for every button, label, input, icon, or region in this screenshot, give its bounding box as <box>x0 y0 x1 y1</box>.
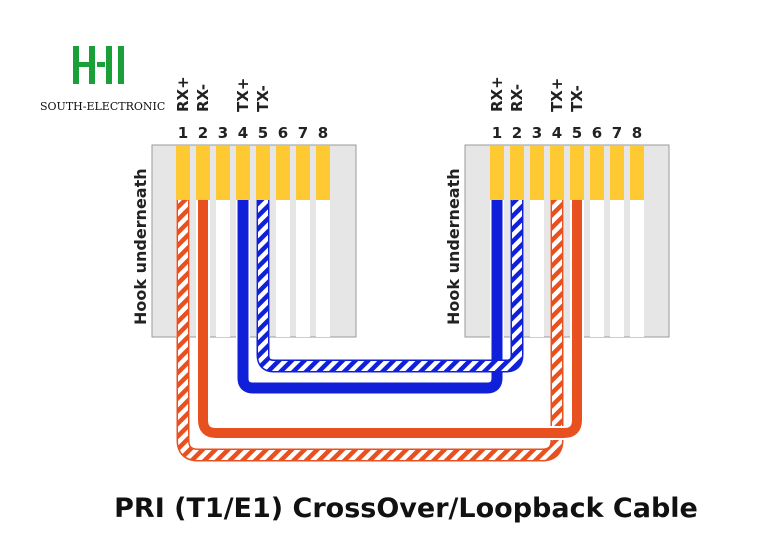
right-pin-number-5: 5 <box>572 124 582 142</box>
left-channel-7 <box>296 200 310 337</box>
wires <box>176 200 584 462</box>
right-pin-number-3: 3 <box>532 124 542 142</box>
logo-mark <box>73 46 124 84</box>
right-contact-2 <box>510 146 524 200</box>
left-pin-number-2: 2 <box>198 124 208 142</box>
left-pin-number-5: 5 <box>258 124 268 142</box>
left-contact-7 <box>296 146 310 200</box>
left-pin-number-8: 8 <box>318 124 328 142</box>
right-channel-3 <box>530 200 544 337</box>
left-label-tx-plus: TX+ <box>234 78 252 112</box>
left-label-tx-minus: TX- <box>254 85 272 112</box>
left-contact-6 <box>276 146 290 200</box>
left-label-rx-plus: RX+ <box>174 76 192 112</box>
right-contact-6 <box>590 146 604 200</box>
left-pin-number-7: 7 <box>298 124 308 142</box>
right-contact-1 <box>490 146 504 200</box>
right-pin-number-2: 2 <box>512 124 522 142</box>
left-contact-8 <box>316 146 330 200</box>
wire-orange-white-striped-fill <box>178 200 562 460</box>
left-channel-6 <box>276 200 290 337</box>
right-label-rx-minus: RX- <box>508 84 526 112</box>
left-label-rx-minus: RX- <box>194 84 212 112</box>
right-pin-number-4: 4 <box>552 124 562 142</box>
wire-blue-white-striped-fill <box>258 200 522 371</box>
left-pin-number-1: 1 <box>178 124 188 142</box>
right-label-tx-minus: TX- <box>568 85 586 112</box>
right-contact-8 <box>630 146 644 200</box>
right-channel-7 <box>610 200 624 337</box>
left-contact-5 <box>256 146 270 200</box>
left-pin-number-6: 6 <box>278 124 288 142</box>
right-channel-6 <box>590 200 604 337</box>
left-channel-3 <box>216 200 230 337</box>
wire-orange-solid-core <box>198 200 582 438</box>
right-label-tx-plus: TX+ <box>548 78 566 112</box>
right-contact-5 <box>570 146 584 200</box>
left-pin-number-3: 3 <box>218 124 228 142</box>
right-pin-number-6: 6 <box>592 124 602 142</box>
right-label-rx-plus: RX+ <box>488 76 506 112</box>
logo: SOUTH-ELECTRONIC <box>40 46 165 113</box>
diagram-caption: PRI (T1/E1) CrossOver/Loopback Cable <box>114 493 698 524</box>
right-pin-number-8: 8 <box>632 124 642 142</box>
right-channel-8 <box>630 200 644 337</box>
right-contact-7 <box>610 146 624 200</box>
left-channel-8 <box>316 200 330 337</box>
left-contact-4 <box>236 146 250 200</box>
right-pin-number-7: 7 <box>612 124 622 142</box>
wire-blue-solid-core <box>237 200 503 394</box>
right-hook-label: Hook underneath <box>444 168 463 325</box>
left-pin-number-4: 4 <box>238 124 248 142</box>
logo-text: SOUTH-ELECTRONIC <box>40 100 165 113</box>
left-contact-3 <box>216 146 230 200</box>
left-contact-2 <box>196 146 210 200</box>
right-contact-3 <box>530 146 544 200</box>
right-pin-number-1: 1 <box>492 124 502 142</box>
left-contact-1 <box>176 146 190 200</box>
right-contact-4 <box>550 146 564 200</box>
left-hook-label: Hook underneath <box>131 168 150 325</box>
